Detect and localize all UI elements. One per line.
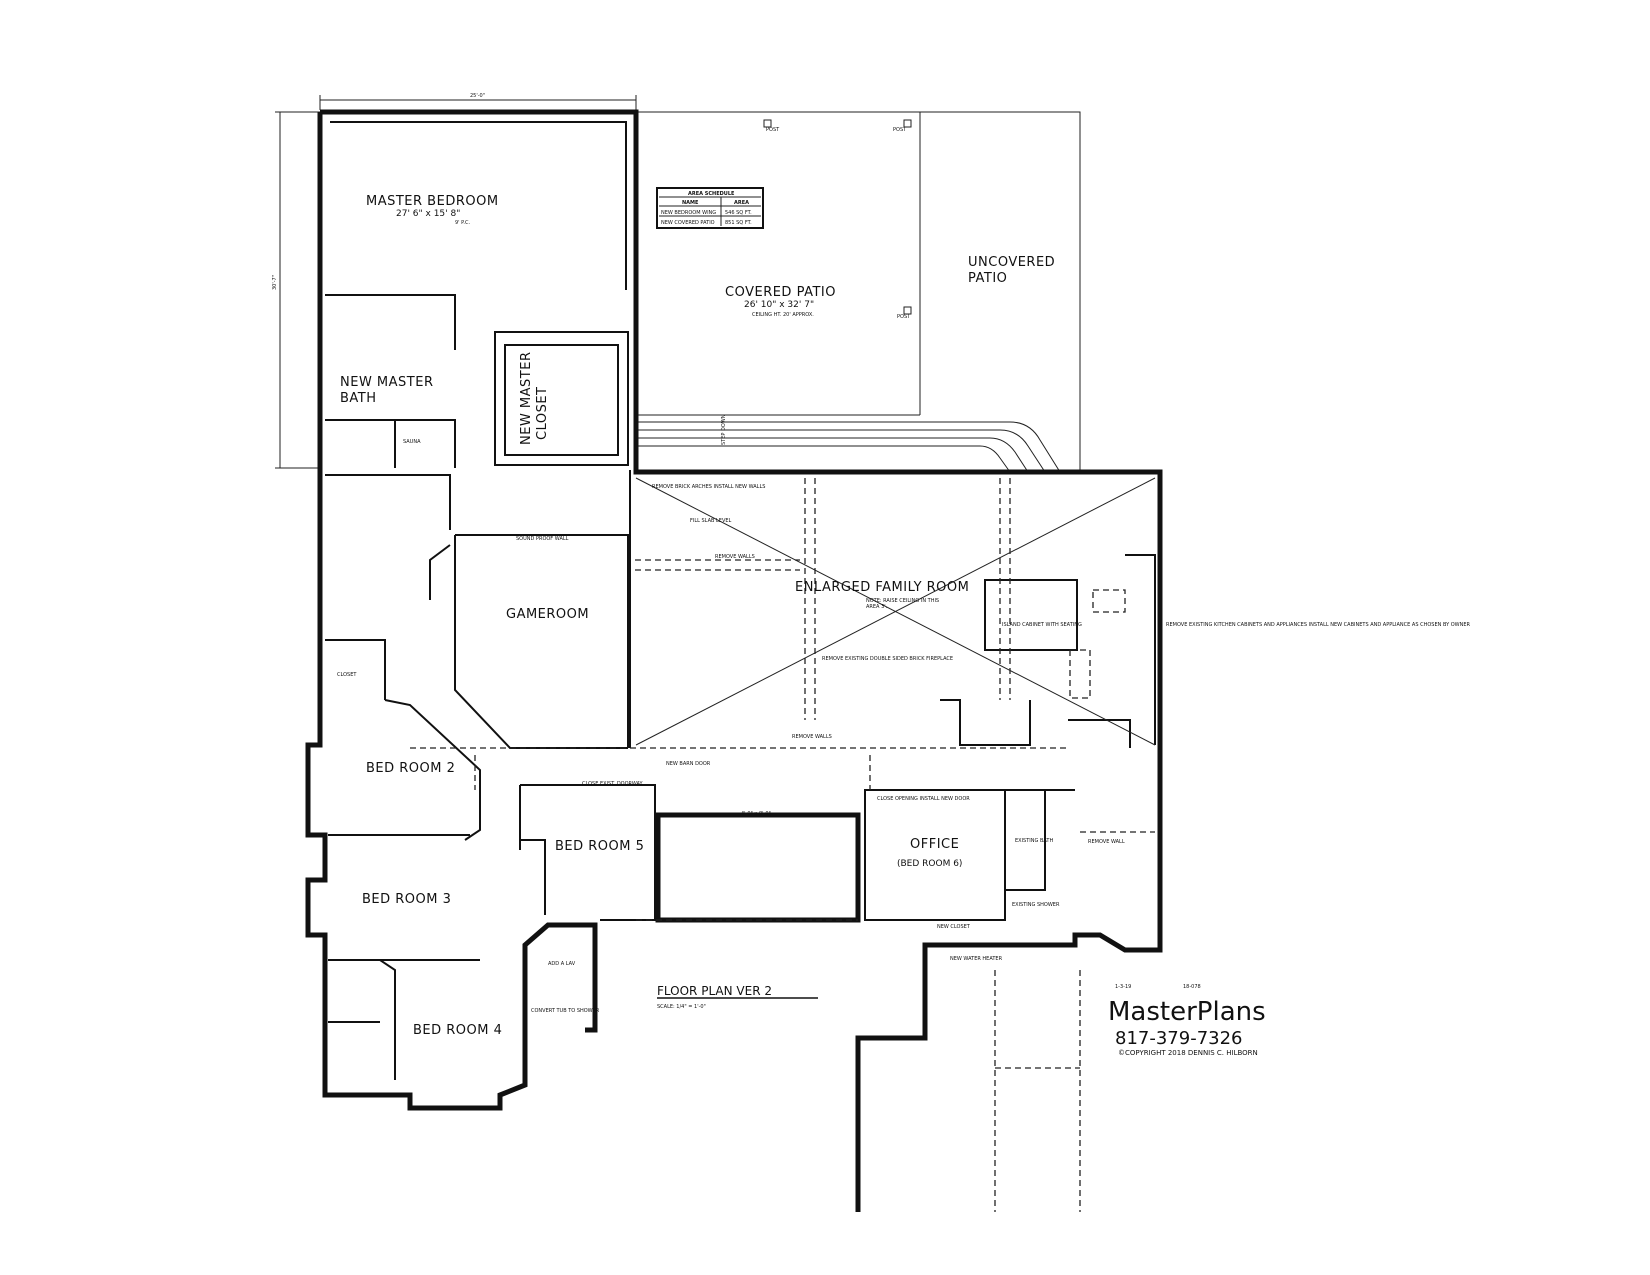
note-remove-walls: REMOVE WALLS	[715, 554, 755, 560]
room-master-bedroom: MASTER BEDROOM	[366, 194, 499, 209]
area-row-name: NEW COVERED PATIO	[661, 220, 715, 226]
master-bedroom-ceiling: 9' P.C.	[455, 220, 470, 226]
island-label: ISLAND CABINET WITH SEATING	[1002, 622, 1082, 628]
note-step-down: STEP DOWN	[721, 414, 727, 445]
brand-logo: MasterPlans	[1108, 997, 1266, 1027]
family-note-2: AREA 3'.	[866, 604, 888, 610]
family-note: NOTE: RAISE CEILING IN THIS	[866, 598, 939, 604]
note-barn-door: NEW BARN DOOR	[666, 761, 711, 767]
new-closet-label: NEW CLOSET	[937, 924, 971, 930]
dimension-lines: 25'-0" 30'-7"	[272, 93, 637, 469]
closet-label: CLOSET	[337, 672, 357, 678]
room-family: ENLARGED FAMILY ROOM	[795, 580, 969, 595]
room-office-sub: (BED ROOM 6)	[897, 859, 962, 869]
area-row-name: NEW BEDROOM WING	[661, 210, 716, 216]
area-row-value: 851 SQ FT.	[725, 220, 752, 226]
removed-walls	[410, 478, 1155, 1212]
room-master-closet: NEW MASTER	[519, 352, 534, 445]
room-gameroom: GAMEROOM	[506, 607, 589, 622]
room-bed2: BED ROOM 2	[366, 761, 455, 776]
room-covered-patio: COVERED PATIO	[725, 285, 836, 300]
raised-ceiling-x	[635, 477, 1156, 746]
title-block: FLOOR PLAN VER 2 SCALE: 1/4" = 1'-0" 1-3…	[657, 984, 1266, 1057]
drawing-date: 1-3-19	[1115, 984, 1131, 990]
area-schedule-table: AREA SCHEDULE NAME AREA NEW BEDROOM WING…	[656, 187, 764, 229]
note-add-lav: ADD A LAV	[548, 961, 576, 967]
existing-shower-label: EXISTING SHOWER	[1012, 902, 1060, 908]
post-label-1: POST	[766, 127, 780, 133]
room-sauna: SAUNA	[403, 439, 421, 445]
exterior-walls	[305, 109, 1163, 1212]
room-labels: MASTER BEDROOM 27' 6" x 15' 8" 9' P.C. C…	[337, 194, 1082, 1038]
room-bed4: BED ROOM 4	[413, 1023, 502, 1038]
note-close-doorway: CLOSE EXIST. DOORWAY	[582, 781, 644, 787]
room-uncovered-patio-2: PATIO	[968, 271, 1007, 286]
covered-patio-size: 26' 10" x 32' 7"	[744, 300, 814, 310]
master-bedroom-size: 27' 6" x 15' 8"	[396, 209, 460, 219]
plan-notes: REMOVE BRICK ARCHES INSTALL NEW WALLS FI…	[516, 127, 1471, 1014]
post-label-3: POST	[897, 314, 911, 320]
note-remove-wall: REMOVE WALL	[1088, 839, 1125, 845]
overall-width-dim: 25'-0"	[470, 93, 485, 99]
room-office: OFFICE	[910, 837, 959, 852]
job-number: 18-078	[1183, 984, 1201, 990]
note-remove-walls-2: REMOVE WALLS	[792, 734, 832, 740]
room-bed5: BED ROOM 5	[555, 839, 644, 854]
brand-phone: 817-379-7326	[1115, 1028, 1243, 1049]
room-master-bath-2: BATH	[340, 391, 377, 406]
note-close-opening: CLOSE OPENING INSTALL NEW DOOR	[877, 796, 970, 802]
existing-bath-label: EXISTING BATH	[1015, 838, 1053, 844]
overall-depth-dim: 30'-7"	[272, 275, 278, 290]
area-row-value: 546 SQ FT.	[725, 210, 752, 216]
area-header-area: AREA	[734, 200, 749, 206]
note-door-size: 4'-0" x 8'-0"	[741, 811, 771, 817]
water-heater-label: NEW WATER HEATER	[950, 956, 1003, 962]
note-kitchen: REMOVE EXISTING KITCHEN CABINETS AND APP…	[1166, 622, 1471, 628]
room-uncovered-patio: UNCOVERED	[968, 255, 1055, 270]
post-label-2: POST	[893, 127, 907, 133]
note-sound-proof: SOUND PROOF WALL	[516, 536, 569, 542]
note-remove-arches: REMOVE BRICK ARCHES INSTALL NEW WALLS	[652, 484, 765, 490]
plan-scale: SCALE: 1/4" = 1'-0"	[657, 1004, 706, 1010]
room-bed3: BED ROOM 3	[362, 892, 451, 907]
interior-walls	[325, 294, 1156, 1080]
patio-outlines	[636, 111, 1081, 473]
covered-patio-note: CEILING HT. 20' APPROX.	[752, 312, 814, 318]
copyright: ©COPYRIGHT 2018 DENNIS C. HILBORN	[1118, 1049, 1258, 1057]
area-header-name: NAME	[682, 200, 699, 206]
room-master-bath: NEW MASTER	[340, 375, 433, 390]
area-schedule-title: AREA SCHEDULE	[688, 191, 735, 197]
note-convert-tub: CONVERT TUB TO SHOWER	[531, 1008, 600, 1014]
room-master-closet-2: CLOSET	[535, 387, 550, 441]
note-fill-slab: FILL SLAB LEVEL	[690, 518, 732, 524]
note-remove-fireplace: REMOVE EXISTING DOUBLE SIDED BRICK FIREP…	[822, 656, 953, 662]
plan-title: FLOOR PLAN VER 2	[657, 984, 772, 998]
